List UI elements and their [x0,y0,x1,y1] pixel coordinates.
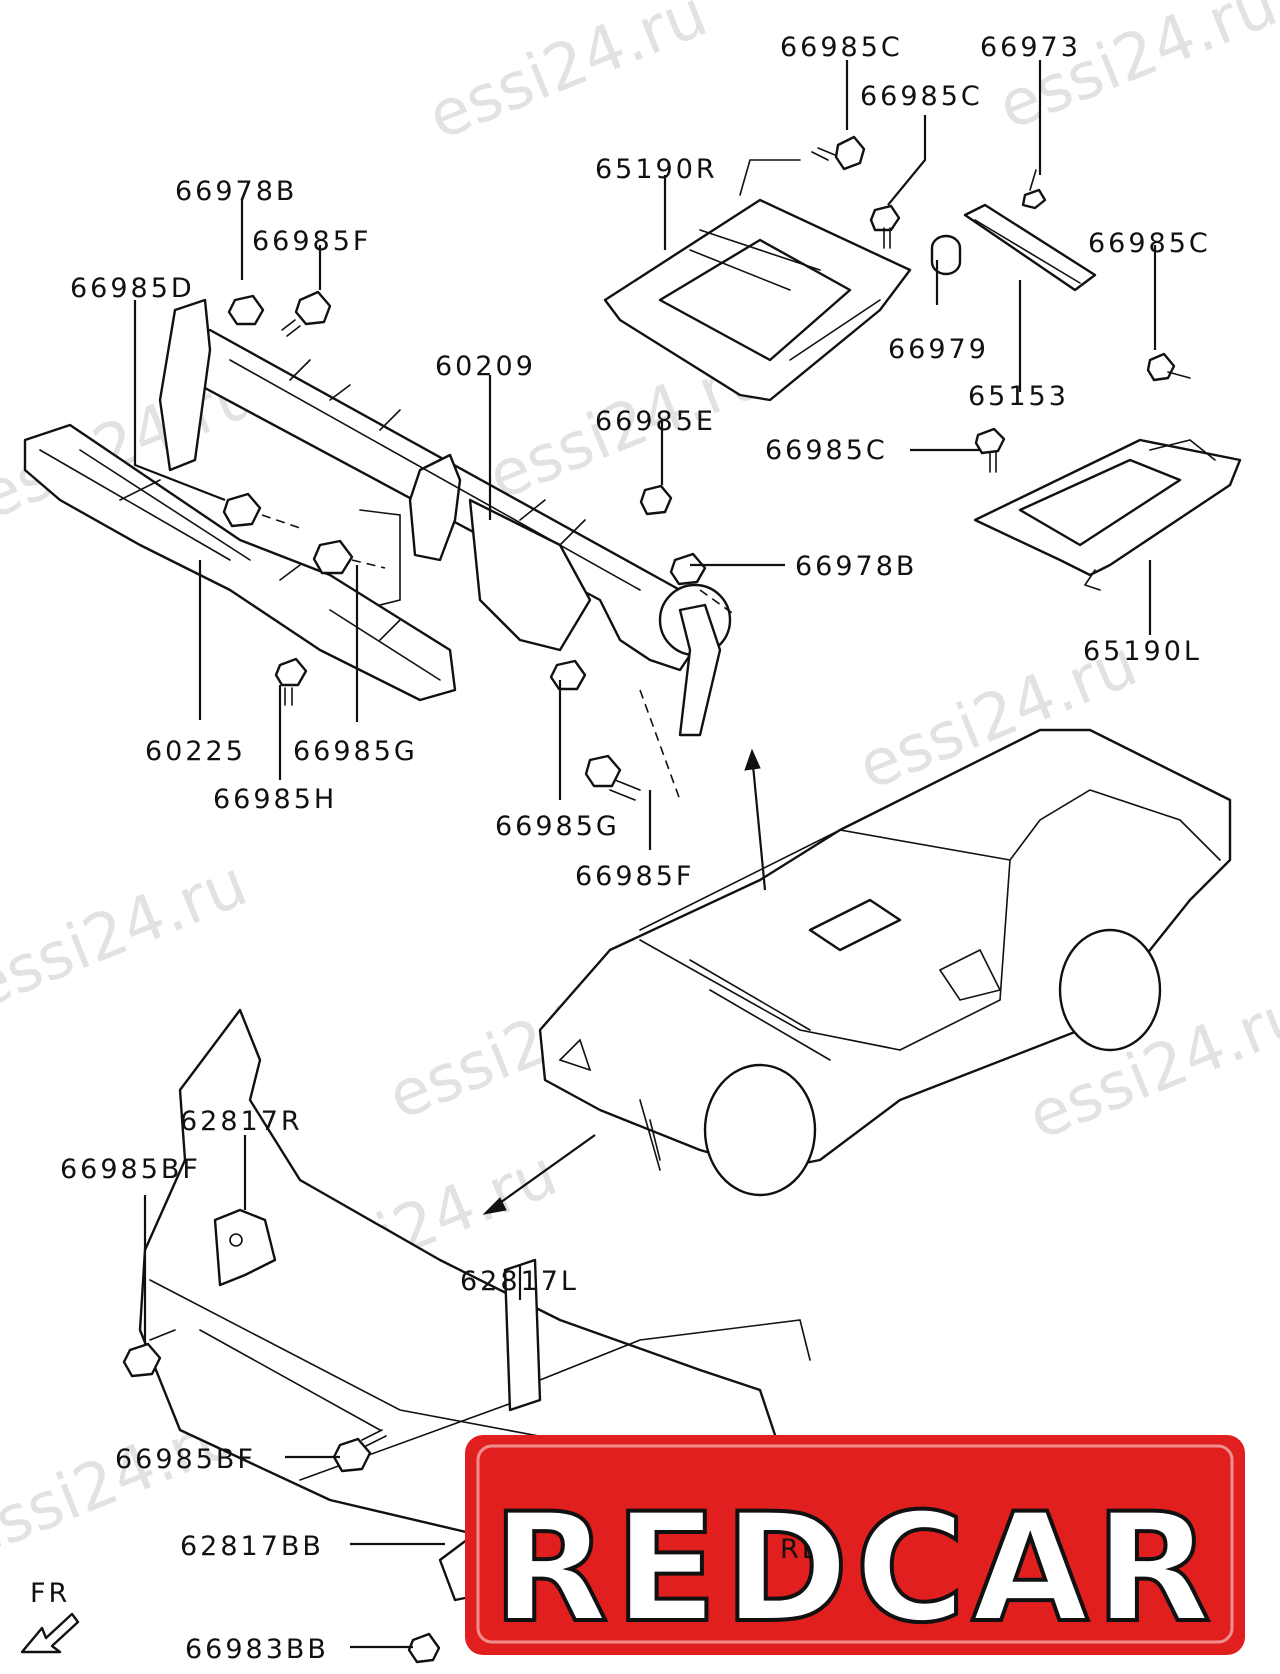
part-label: 66978B [175,176,297,207]
part-label: 66985G [495,811,620,842]
part-label: 62817R [180,1106,303,1137]
part-label: 62817BB [180,1531,324,1562]
redcar-logo-banner: REF REDCAR [465,1435,1245,1658]
air-duct-drawing [23,423,457,702]
rail-65153-drawing [963,203,1097,292]
part-label: 65153 [968,381,1069,412]
logo-background [465,1435,1245,1655]
part-label: 66985H [213,784,337,815]
bracket-62817l-drawing [503,1258,542,1412]
part-labels: 66985C 66973 66985C 65190R 66978B 66985F… [60,32,1211,1665]
part-label: 60209 [435,351,536,382]
part-label: 66978B [795,551,917,582]
part-label: 66985C [1088,228,1211,259]
part-label: 66985F [575,861,694,892]
bracket-62817r-drawing [213,1208,277,1287]
front-direction-indicator: FR [20,1578,80,1654]
radiator-support-drawing [138,1008,811,1542]
part-label: 60225 [145,736,246,767]
fastener-group-beam [222,290,736,801]
watermark-text: essi24.ru [0,847,257,1025]
part-label: 66985D [70,273,195,304]
watermark-text: essi24.ru [988,0,1280,145]
part-label: 65190R [595,154,718,185]
part-label: 66985C [765,435,888,466]
vehicle-body-drawing [538,728,1232,1197]
part-label: 66979 [888,334,989,365]
partial-ref-label: REF [780,1534,840,1565]
part-label: 66985C [780,32,903,63]
floor-bracket-right-drawing [603,159,912,402]
part-label: 66985BF [115,1444,256,1475]
part-label: 66973 [980,32,1081,63]
cross-car-beam-drawing [158,298,732,737]
front-direction-label: FR [30,1578,70,1609]
fastener-group-lower [122,1329,441,1664]
leader-lines [133,60,1157,1649]
part-label: 65190L [1083,636,1202,667]
bolt-group-top [811,135,1191,473]
watermark-text: essi24.ru [418,0,717,155]
part-label: 66985E [595,406,716,437]
part-label: 66985C [860,81,983,112]
part-label: 66985BF [60,1154,201,1185]
logo-text: REDCAR [492,1482,1217,1656]
part-label: 66985F [252,226,371,257]
callout-arrows [482,748,767,1215]
part-label: 62817L [460,1266,579,1297]
floor-bracket-left-drawing [973,438,1242,591]
part-label: 66985G [293,736,418,767]
part-label: 66983BB [185,1634,329,1665]
